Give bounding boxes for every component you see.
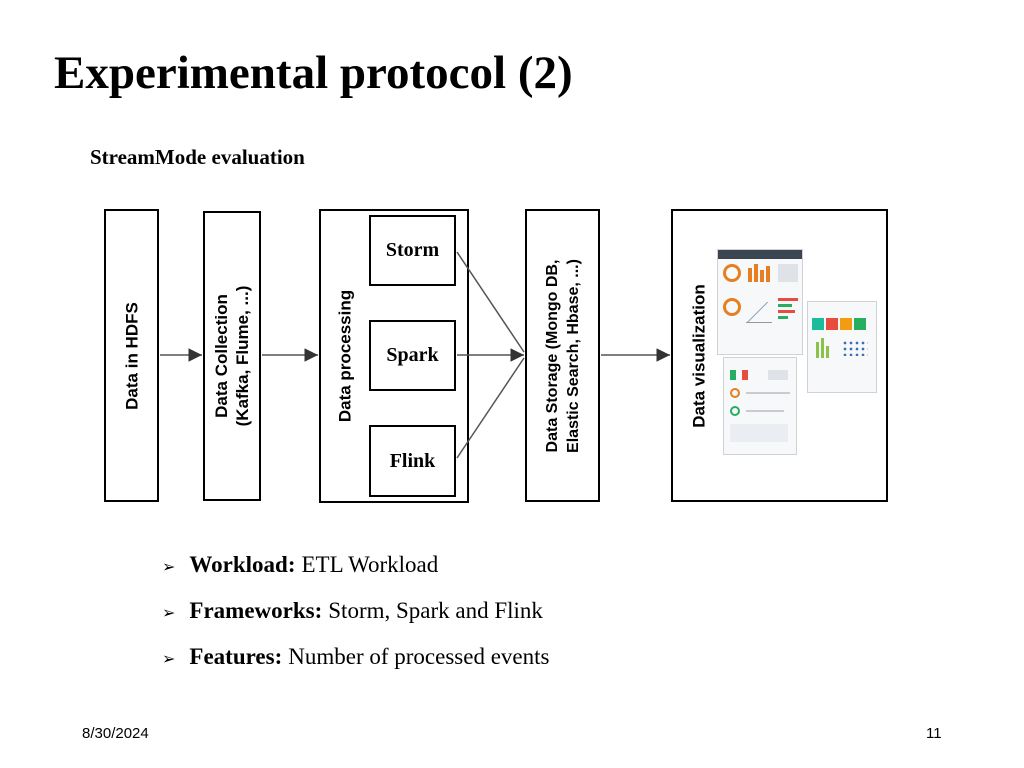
bullet-label: Features:	[189, 644, 283, 669]
bullet-arrow-icon: ➢	[162, 603, 176, 622]
hdfs-box: Data in HDFS	[104, 209, 159, 502]
framework-storm-box: Storm	[369, 215, 456, 286]
page-number: 11	[926, 725, 942, 742]
bullet-text: Storm, Spark and Flink	[328, 598, 543, 623]
dashboard-thumbnail-1	[717, 249, 803, 355]
bullet-list: ➢ Workload: ETL Workload ➢ Frameworks: S…	[162, 552, 549, 690]
bullet-workload: ➢ Workload: ETL Workload	[162, 552, 549, 598]
storage-box: Data Storage (Mongo DB, Elastic Search, …	[525, 209, 600, 502]
dashboard-thumbnail-2	[807, 301, 877, 393]
bullet-frameworks: ➢ Frameworks: Storm, Spark and Flink	[162, 598, 549, 644]
bullet-text: ETL Workload	[301, 552, 439, 577]
framework-spark-box: Spark	[369, 320, 456, 391]
slide-title: Experimental protocol (2)	[54, 47, 573, 99]
slide-subtitle: StreamMode evaluation	[90, 145, 305, 169]
dashboard-thumbnail-3	[723, 357, 797, 455]
collection-box: Data Collection (Kafka, Flume, ...)	[203, 211, 261, 501]
arrow-flink-to-storage	[456, 357, 525, 459]
framework-flink-box: Flink	[369, 425, 456, 497]
bullet-arrow-icon: ➢	[162, 557, 176, 576]
visualization-box: Data visualization	[671, 209, 888, 502]
arrow-storm-to-storage	[456, 251, 525, 353]
bullet-text: Number of processed events	[288, 644, 550, 669]
footer-date: 8/30/2024	[82, 725, 149, 742]
bullet-arrow-icon: ➢	[162, 649, 176, 668]
bullet-label: Frameworks:	[189, 598, 323, 623]
bullet-label: Workload:	[189, 552, 296, 577]
bullet-features: ➢ Features: Number of processed events	[162, 644, 549, 690]
